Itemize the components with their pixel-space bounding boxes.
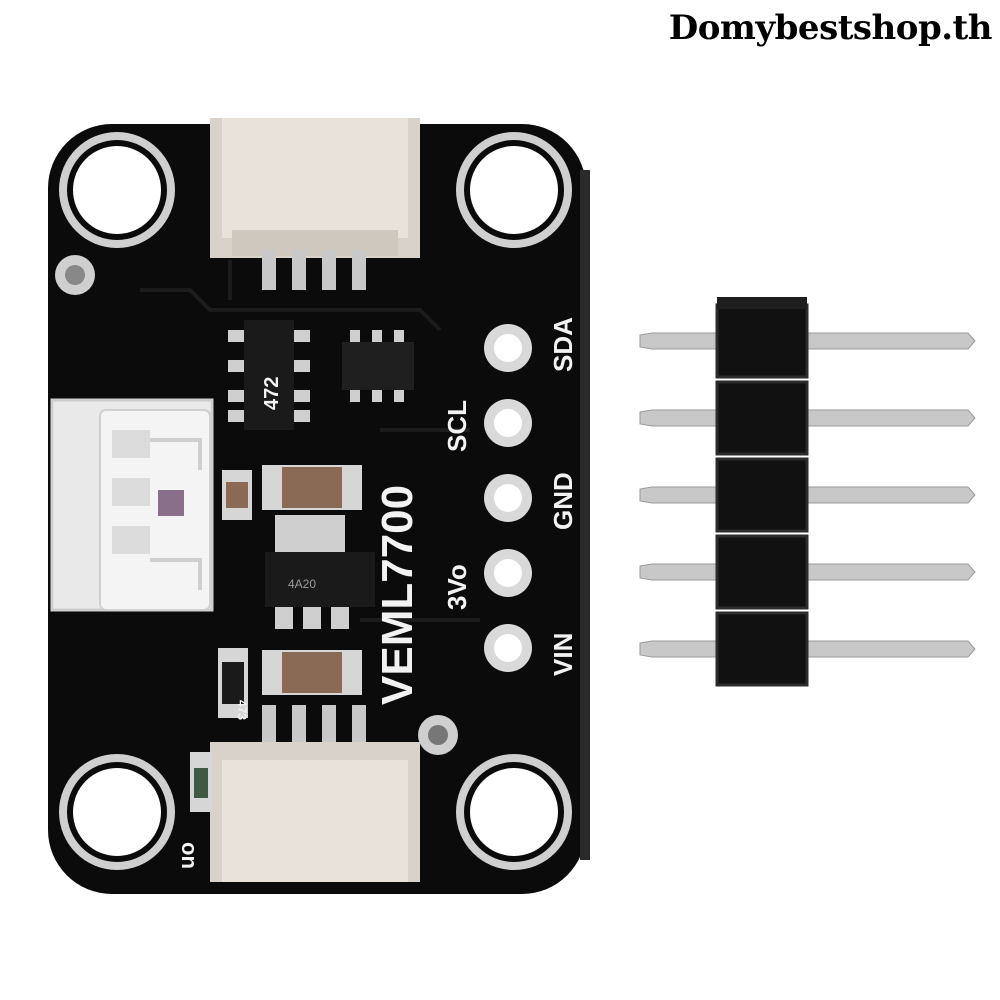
pin-label-sda: SDA	[548, 317, 578, 372]
stemma-connector-top	[210, 118, 420, 290]
mounting-hole-bottom-left	[59, 754, 175, 870]
header-block	[715, 303, 809, 379]
header-block	[715, 534, 809, 610]
pin-label-gnd: GND	[548, 472, 578, 530]
resistor-marking: 473	[235, 700, 249, 720]
led-label: on	[177, 842, 202, 869]
header-block	[715, 457, 809, 533]
capacitor-bottom	[262, 650, 362, 695]
shop-watermark: Domybestshop.th	[668, 8, 993, 48]
capacitor-small	[222, 470, 252, 520]
stemma-connector-bottom	[210, 705, 420, 882]
mounting-hole-top-right	[456, 132, 572, 248]
pin-header	[639, 297, 976, 687]
power-led: on	[177, 752, 212, 869]
capacitor-top	[262, 465, 362, 510]
sot-chip	[342, 330, 414, 402]
chip-name-label: VEML7700	[373, 485, 422, 705]
resistor-473: 473	[218, 648, 249, 720]
pin-label-vin: VIN	[548, 633, 578, 676]
header-block	[715, 611, 809, 687]
mounting-hole-top-left	[59, 132, 175, 248]
regulator-chip-4a20: 4A20	[265, 515, 375, 629]
pin-pads	[484, 324, 532, 672]
pin-label-3vo: 3Vo	[442, 564, 472, 610]
test-pad	[55, 255, 95, 295]
via-pad	[418, 715, 458, 755]
pin-label-scl: SCL	[442, 400, 472, 452]
mounting-hole-bottom-right	[456, 754, 572, 870]
ic-marking-472: 472	[261, 377, 283, 410]
regulator-marking: 4A20	[288, 577, 316, 591]
ic-chip-472: 472	[228, 320, 310, 430]
header-top-edge	[717, 297, 807, 309]
light-sensor	[50, 398, 214, 612]
header-block	[715, 380, 809, 456]
